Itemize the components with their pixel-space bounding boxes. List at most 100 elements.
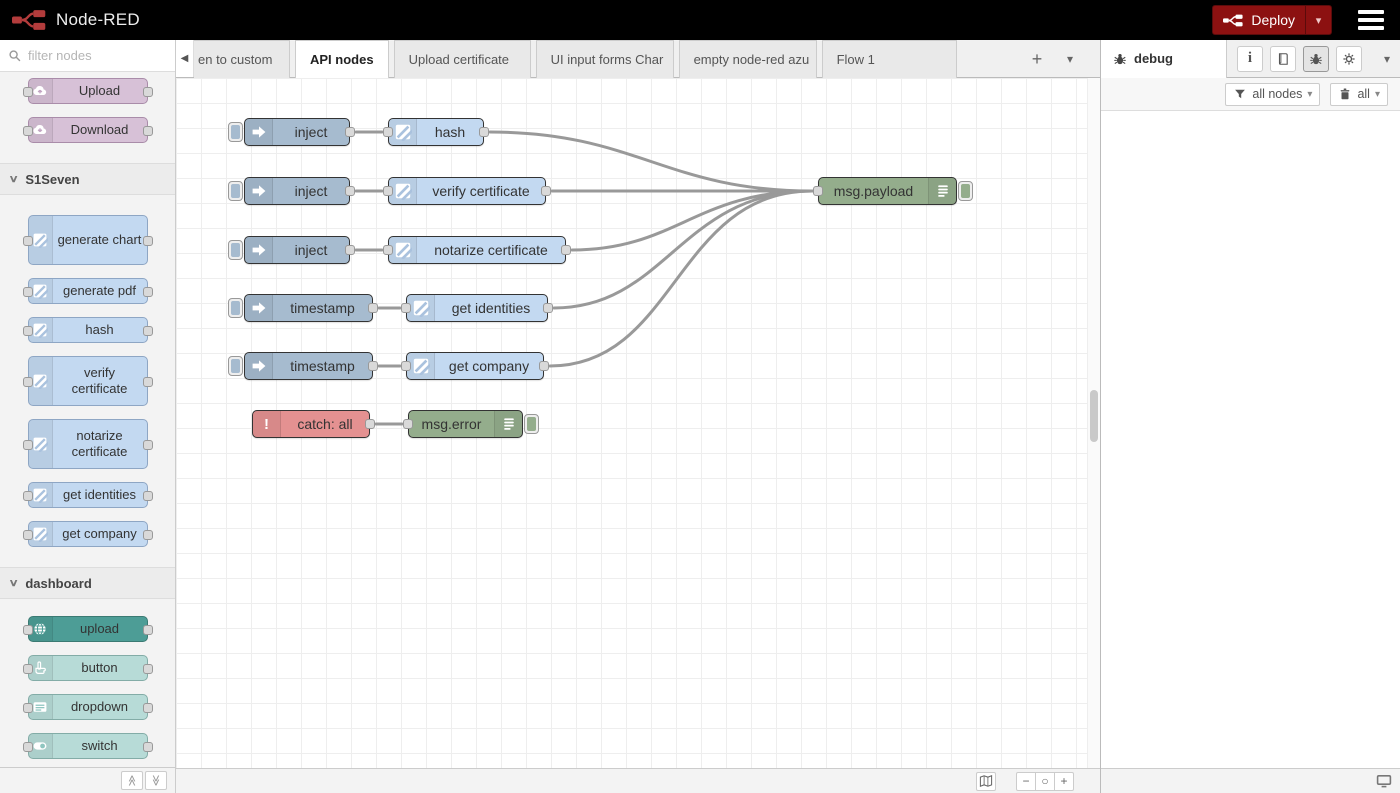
scrollbar-thumb[interactable] [1090,390,1098,442]
flow-node-catch-all[interactable]: ! catch: all [252,410,375,438]
node-label: msg.error [421,416,482,432]
palette-node-get-identities[interactable]: get identities [22,482,153,508]
deploy-options-caret[interactable]: ▾ [1305,6,1331,34]
node-label: get company [448,358,530,374]
debug-tab-button[interactable] [1303,45,1329,72]
flow-node-inject-2[interactable]: inject [228,177,355,205]
tab-scroll-left-button[interactable]: ◀ [176,40,194,77]
palette-search [0,40,175,72]
sidebar-tab-bar: debug i ▾ [1101,39,1400,78]
palette-node-ui-upload[interactable]: upload [22,616,153,642]
app-title: Node-RED [56,10,140,29]
flow-node-inject-3[interactable]: inject [228,236,355,264]
palette-node-get-company[interactable]: get company [22,521,153,547]
output-port[interactable] [345,127,355,137]
output-port[interactable] [345,245,355,255]
zoom-in-button[interactable]: + [1054,771,1074,791]
s1seven-icon [28,483,53,507]
flow-tab-0[interactable]: en to custom [194,40,290,78]
palette-node-generate-chart[interactable]: generate chart [22,215,153,265]
output-port[interactable] [541,186,551,196]
zoom-out-button[interactable]: − [1016,771,1036,791]
flow-list-caret[interactable]: ▾ [1058,40,1082,78]
palette-node-generate-pdf[interactable]: generate pdf [22,278,153,304]
flow-node-hash[interactable]: hash [383,118,489,146]
info-tab-button[interactable]: i [1237,45,1263,72]
flow-node-verify-certificate[interactable]: verify certificate [383,177,551,205]
debug-toggle-button[interactable] [524,414,539,434]
inject-trigger-button[interactable] [228,240,243,260]
flow-tab-flow-1[interactable]: Flow 1 [821,40,957,78]
palette-collapse-all-button[interactable]: ≫ [121,771,143,790]
output-port[interactable] [368,303,378,313]
flow-node-get-company[interactable]: get company [401,352,549,380]
input-port[interactable] [383,245,393,255]
canvas-vertical-scrollbar[interactable] [1087,78,1100,768]
input-port[interactable] [383,127,393,137]
flow-node-debug-payload[interactable]: msg.payload [813,177,973,205]
inject-trigger-button[interactable] [228,122,243,142]
palette-filter-input[interactable] [28,48,148,63]
output-port[interactable] [479,127,489,137]
palette-category-dashboard[interactable]: ∨ dashboard [0,567,175,599]
flow-node-notarize-certificate[interactable]: notarize certificate [383,236,571,264]
output-port[interactable] [368,361,378,371]
canvas-footer: − ○ + [176,768,1100,793]
flow-tab-ui-input-forms[interactable]: UI input forms Char [535,40,674,78]
output-port[interactable] [561,245,571,255]
flow-node-get-identities[interactable]: get identities [401,294,553,322]
flow-node-timestamp-2[interactable]: timestamp [228,352,378,380]
flow-tab-empty-node-red[interactable]: empty node-red azu [678,40,817,78]
flow-canvas[interactable]: inject hash inject verify certificate [176,78,1100,768]
toggle-icon [28,734,53,758]
tab-debug[interactable]: debug [1101,39,1227,78]
debug-sidebar: debug i ▾ all nodes ▾ all ▾ [1100,39,1400,793]
node-label: inject [294,183,328,199]
input-port[interactable] [401,361,411,371]
debug-filter-button[interactable]: all nodes ▾ [1225,82,1321,106]
palette-node-ui-switch[interactable]: switch [22,733,153,759]
deploy-button[interactable]: Deploy ▾ [1212,5,1332,35]
palette-expand-all-button[interactable]: ≫ [145,771,167,790]
s1seven-icon [389,178,417,204]
palette-node-download-file[interactable]: Download [22,117,153,143]
node-port [22,491,33,501]
output-port[interactable] [345,186,355,196]
node-port [22,126,33,136]
flow-tab-upload-certificate[interactable]: Upload certificate [393,40,531,78]
input-port[interactable] [401,303,411,313]
output-port[interactable] [365,419,375,429]
palette-node-hash[interactable]: hash [22,317,153,343]
flow-node-debug-error[interactable]: msg.error [403,410,539,438]
flow-node-inject-1[interactable]: inject [228,118,355,146]
input-port[interactable] [383,186,393,196]
output-port[interactable] [539,361,549,371]
palette-node-notarize-certificate[interactable]: notarize certificate [22,419,153,469]
debug-toggle-button[interactable] [958,181,973,201]
open-window-icon[interactable] [1376,773,1392,789]
debug-clear-button[interactable]: all ▾ [1330,82,1388,106]
tab-debug-label: debug [1134,51,1173,66]
add-flow-button[interactable]: + [1022,40,1052,78]
main-menu-button[interactable] [1358,10,1384,30]
input-port[interactable] [813,186,823,196]
inject-trigger-button[interactable] [228,298,243,318]
inject-trigger-button[interactable] [228,181,243,201]
navigator-button[interactable] [976,771,996,791]
flow-node-timestamp-1[interactable]: timestamp [228,294,378,322]
flow-tab-api-nodes[interactable]: API nodes [295,40,389,79]
palette-node-verify-certificate[interactable]: verify certificate [22,356,153,406]
zoom-controls: − ○ + [1016,771,1074,791]
input-port[interactable] [403,419,413,429]
node-port [142,126,153,136]
help-tab-button[interactable] [1270,45,1296,72]
palette-node-ui-button[interactable]: button [22,655,153,681]
sidebar-options-caret[interactable]: ▾ [1384,52,1390,66]
palette-category-s1seven[interactable]: ∨ S1Seven [0,163,175,195]
palette-node-ui-dropdown[interactable]: dropdown [22,694,153,720]
inject-trigger-button[interactable] [228,356,243,376]
palette-node-upload-file[interactable]: Upload [22,78,153,104]
config-tab-button[interactable] [1336,45,1362,72]
output-port[interactable] [543,303,553,313]
zoom-reset-button[interactable]: ○ [1035,771,1055,791]
